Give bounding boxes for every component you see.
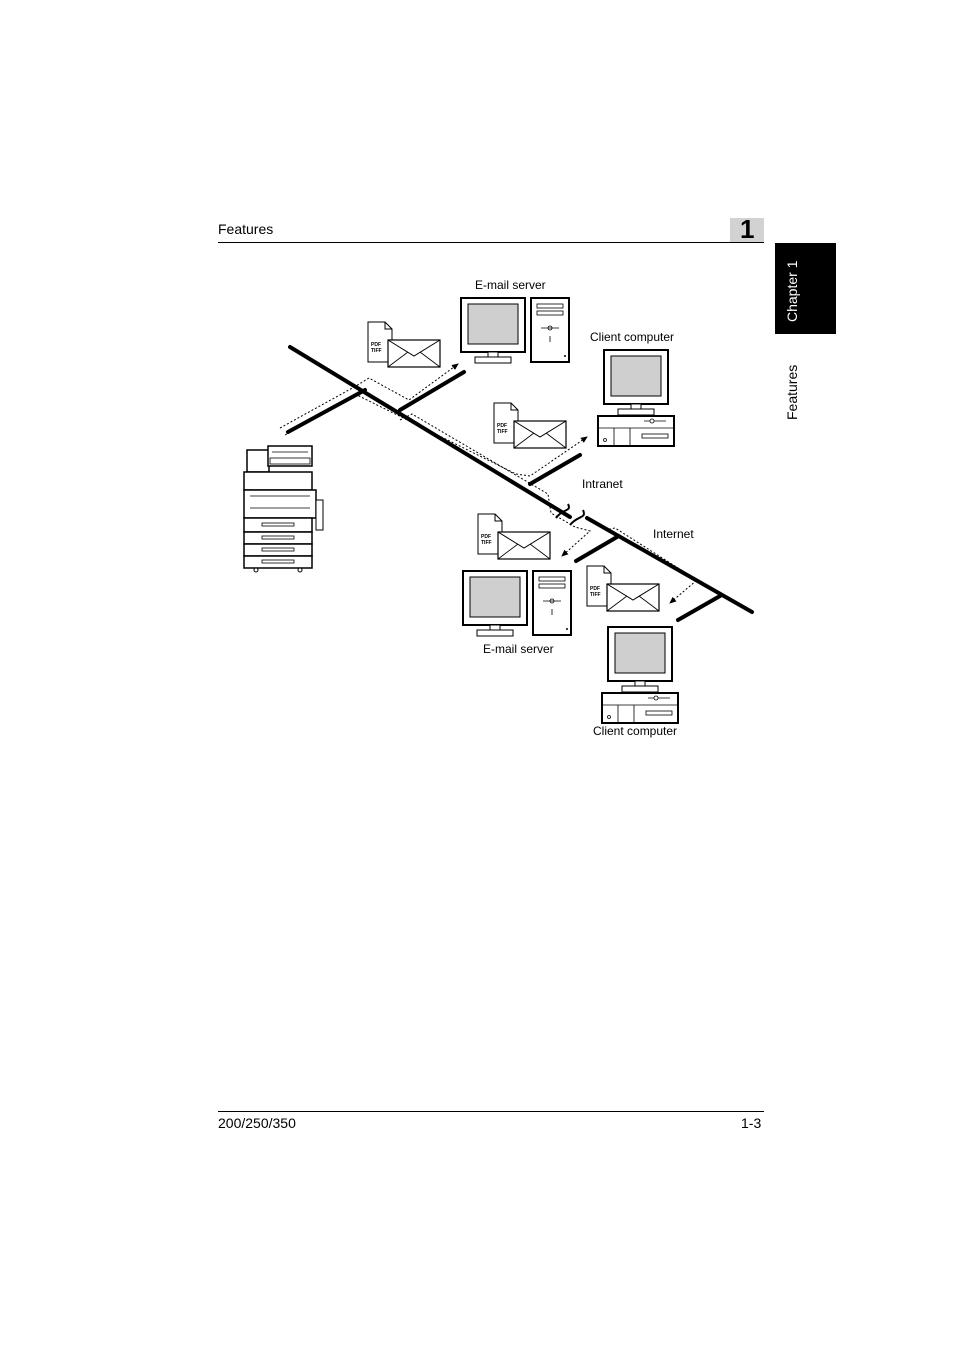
header-rule [218, 242, 764, 243]
chapter-number: 1 [740, 214, 755, 244]
footer-model-number: 200/250/350 [218, 1115, 296, 1131]
mail-attachment-icon-4: PDF TIFF [586, 565, 660, 612]
footer-rule [218, 1111, 764, 1112]
mail-attachment-icon-3: PDF TIFF [477, 513, 551, 560]
network-break-symbol [555, 503, 585, 526]
svg-text:TIFF: TIFF [481, 540, 492, 546]
label-email-server-top: E-mail server [475, 278, 546, 292]
intranet-cables [286, 345, 582, 519]
svg-text:TIFF: TIFF [497, 429, 508, 435]
mail-attachment-icon-2: PDF TIFF [493, 402, 567, 449]
svg-text:PDF: PDF [371, 342, 381, 348]
chapter-side-tab [775, 243, 836, 334]
email-server-internet [462, 570, 572, 637]
internet-cables [574, 516, 754, 622]
label-intranet: Intranet [582, 477, 623, 491]
client-computer-internet [601, 626, 679, 724]
email-server-intranet [460, 297, 570, 364]
chapter-number-box [730, 218, 764, 242]
footer-page-number: 1-3 [741, 1115, 762, 1131]
label-client-computer-bottom: Client computer [593, 724, 677, 738]
multifunction-printer [243, 445, 324, 573]
running-header-title: Features [218, 221, 274, 237]
client-computer-intranet [597, 349, 675, 447]
mail-flow-paths [279, 363, 698, 604]
mail-attachment-icon-1: PDF TIFF [367, 321, 441, 368]
svg-text:PDF: PDF [481, 534, 491, 540]
label-client-computer-top: Client computer [590, 330, 674, 344]
svg-text:PDF: PDF [497, 423, 507, 429]
svg-text:TIFF: TIFF [590, 592, 601, 598]
svg-text:TIFF: TIFF [371, 348, 382, 354]
label-internet: Internet [653, 527, 694, 541]
label-email-server-bottom: E-mail server [483, 642, 554, 656]
svg-text:PDF: PDF [590, 586, 600, 592]
